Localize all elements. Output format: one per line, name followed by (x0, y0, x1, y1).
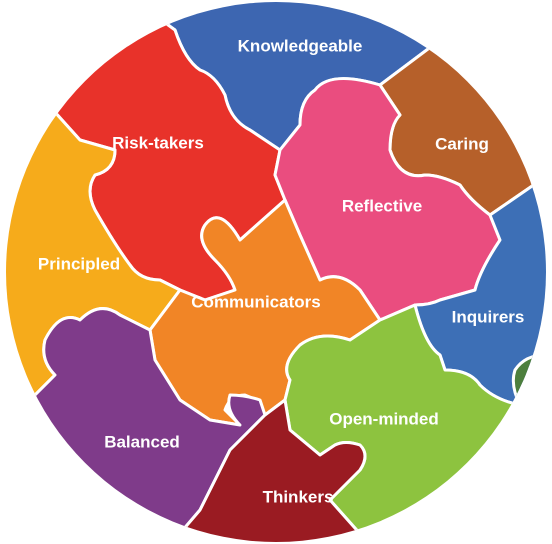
balanced-label: Balanced (104, 432, 180, 451)
thinkers-piece (168, 398, 372, 542)
principled-label: Principled (38, 254, 120, 273)
risk-takers-label: Risk-takers (112, 133, 204, 152)
open-minded-label: Open-minded (329, 409, 439, 428)
inquirers-label: Inquirers (452, 307, 525, 326)
knowledgeable-label: Knowledgeable (238, 36, 363, 55)
edge-piece (511, 353, 546, 422)
communicators-label: Communicators (191, 292, 320, 311)
caring-label: Caring (435, 134, 489, 153)
thinkers-label: Thinkers (263, 487, 334, 506)
reflective-label: Reflective (342, 196, 422, 215)
